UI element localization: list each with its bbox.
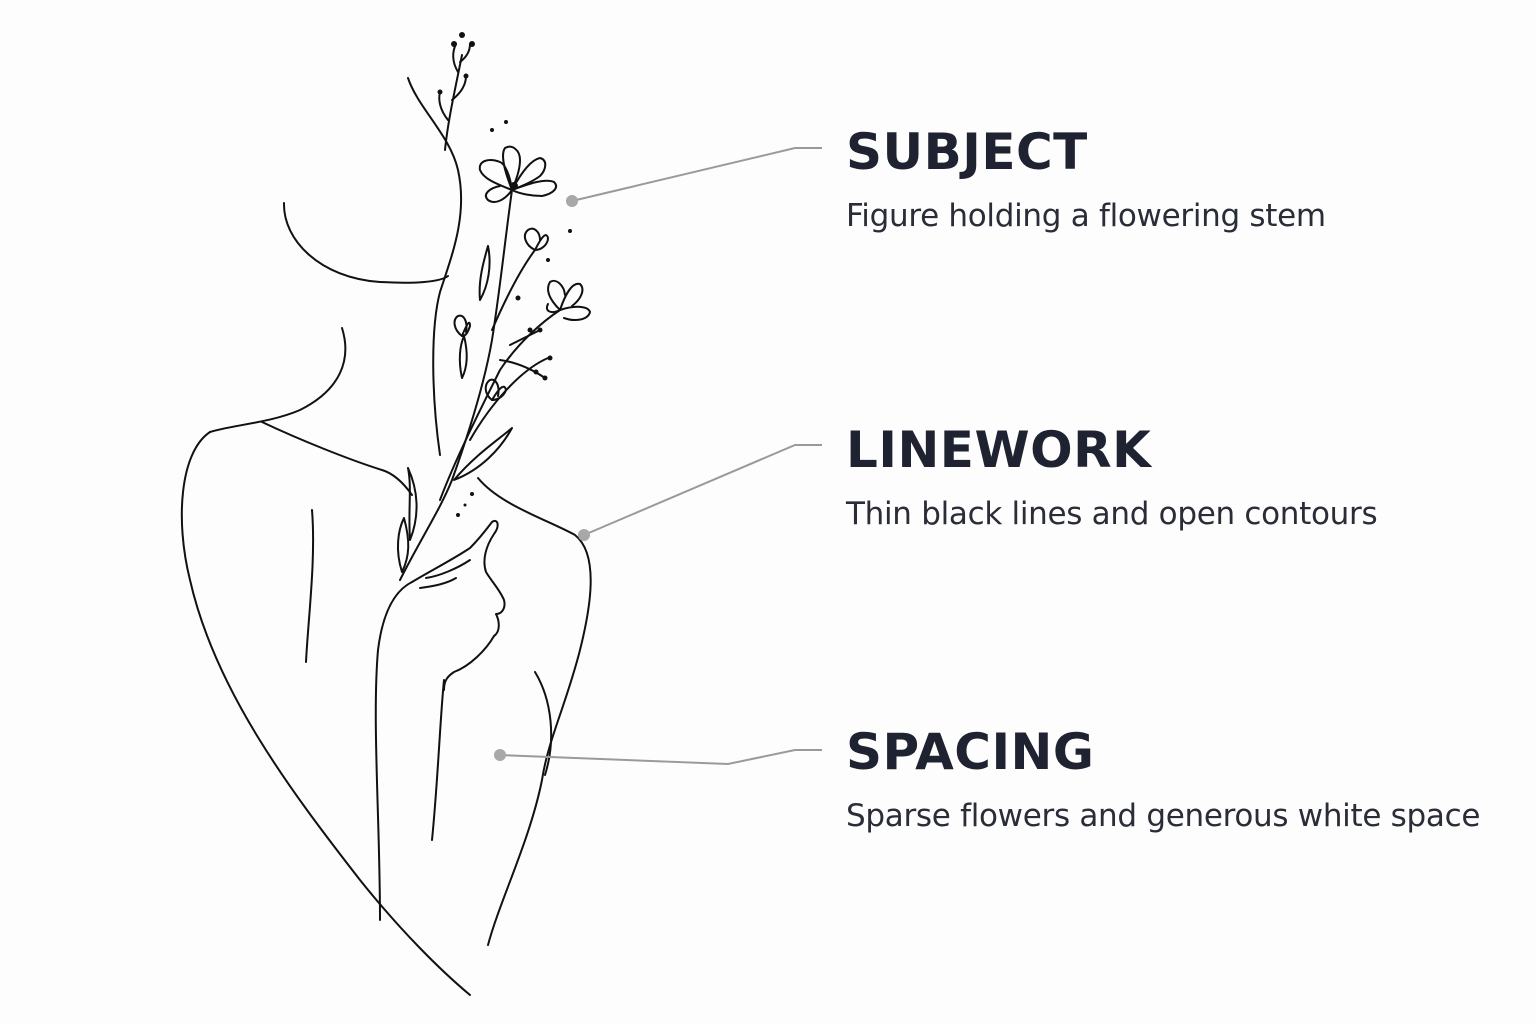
flower-mid-right: [546, 279, 591, 321]
berry-sprig-2: [499, 359, 546, 379]
collarbone-line: [261, 421, 413, 496]
annotation-description: Thin black lines and open contours: [846, 496, 1378, 532]
leader-line-linework: [583, 444, 822, 536]
leader-dot-linework: [578, 529, 590, 541]
left-forearm-outline: [374, 581, 413, 921]
flower-stem-main: [399, 189, 513, 581]
leader-dot-spacing: [494, 749, 506, 761]
leaf-5: [458, 335, 468, 379]
annotation-heading: LINEWORK: [846, 421, 1152, 479]
leader-lines: [499, 147, 822, 766]
left-shoulder-outline: [180, 431, 471, 996]
leader-dot-subject: [566, 195, 578, 207]
right-shoulder-outline: [477, 477, 592, 946]
left-forearm-inner: [431, 679, 445, 841]
annotation-heading: SUBJECT: [846, 123, 1088, 181]
flower-stem-secondary: [439, 309, 561, 501]
berry-dots: [437, 32, 572, 517]
torso-inner-line: [305, 509, 315, 663]
annotation-heading: SPACING: [846, 723, 1095, 781]
leaf-1: [453, 427, 513, 481]
leader-dots: [494, 195, 590, 761]
neck-front-outline: [209, 327, 347, 433]
jaw-outline: [282, 202, 449, 284]
flower-large-top: [478, 145, 558, 203]
annotation-description: Figure holding a flowering stem: [846, 198, 1326, 234]
flower-bud-lower: [484, 378, 507, 401]
annotation-linework: LINEWORK Thin black lines and open conto…: [846, 420, 1526, 534]
leaf-3: [407, 467, 418, 541]
top-sprig-stem: [444, 54, 463, 151]
berry-sprig-1: [509, 329, 541, 346]
flower-bud-left: [453, 314, 471, 337]
hand-thumb-line: [419, 577, 457, 589]
flower-stem-branch: [491, 249, 536, 331]
leader-line-spacing: [499, 749, 822, 766]
flower-bud-small: [523, 227, 549, 251]
leaf-2: [396, 517, 410, 573]
neck-back-outline: [407, 77, 463, 456]
annotation-spacing: SPACING Sparse flowers and generous whit…: [846, 722, 1526, 836]
hand-outline: [411, 520, 506, 691]
right-arm-inner-line: [534, 671, 553, 776]
annotation-subject: SUBJECT Figure holding a flowering stem: [846, 122, 1526, 236]
hand-finger-line: [425, 559, 471, 579]
annotation-description: Sparse flowers and generous white space: [846, 798, 1481, 834]
leaf-4: [478, 245, 491, 301]
leader-line-subject: [571, 147, 822, 202]
